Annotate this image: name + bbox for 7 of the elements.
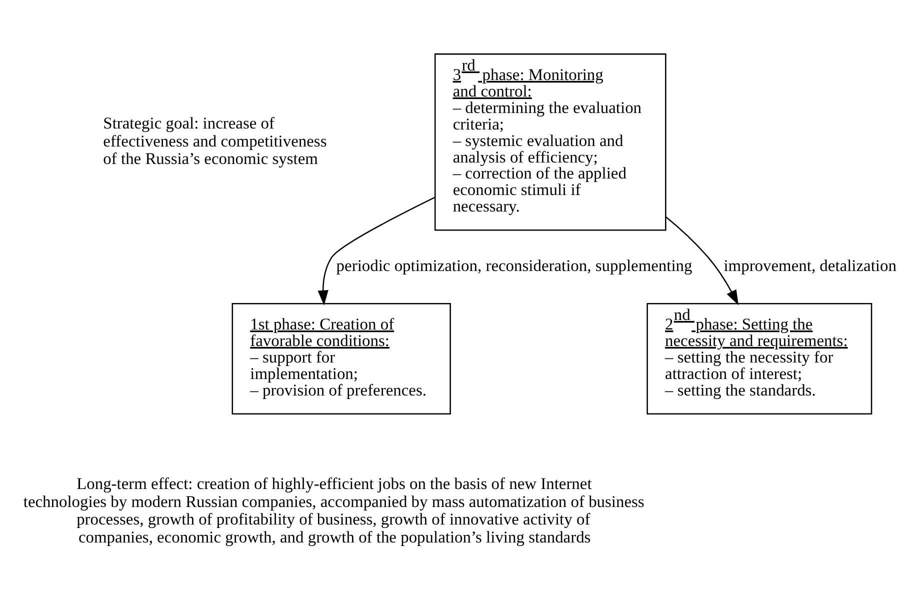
edge-label: periodic optimization, reconsideration, supplementing [336,256,692,276]
node-text: Long-term effect: creation of highly-efficient jobs on the basis of new Internet technologies by modern Russian companies, accompanied by mass automatization of business processes, growth of profitability of business, growth of innovative activity of companies, economic growth, and growth of the population’s living standards [23,474,644,546]
node-box: 1st phase: Creation of favorable conditions: – support for implementation; – provision of preferences. [232,303,451,414]
node-text: Strategic goal: increase of effectiveness and competitiveness of the Russia’s economic system [103,114,327,168]
arrow [665,216,739,306]
edge-label: improvement, detalization [724,256,896,276]
arrow [318,196,436,306]
